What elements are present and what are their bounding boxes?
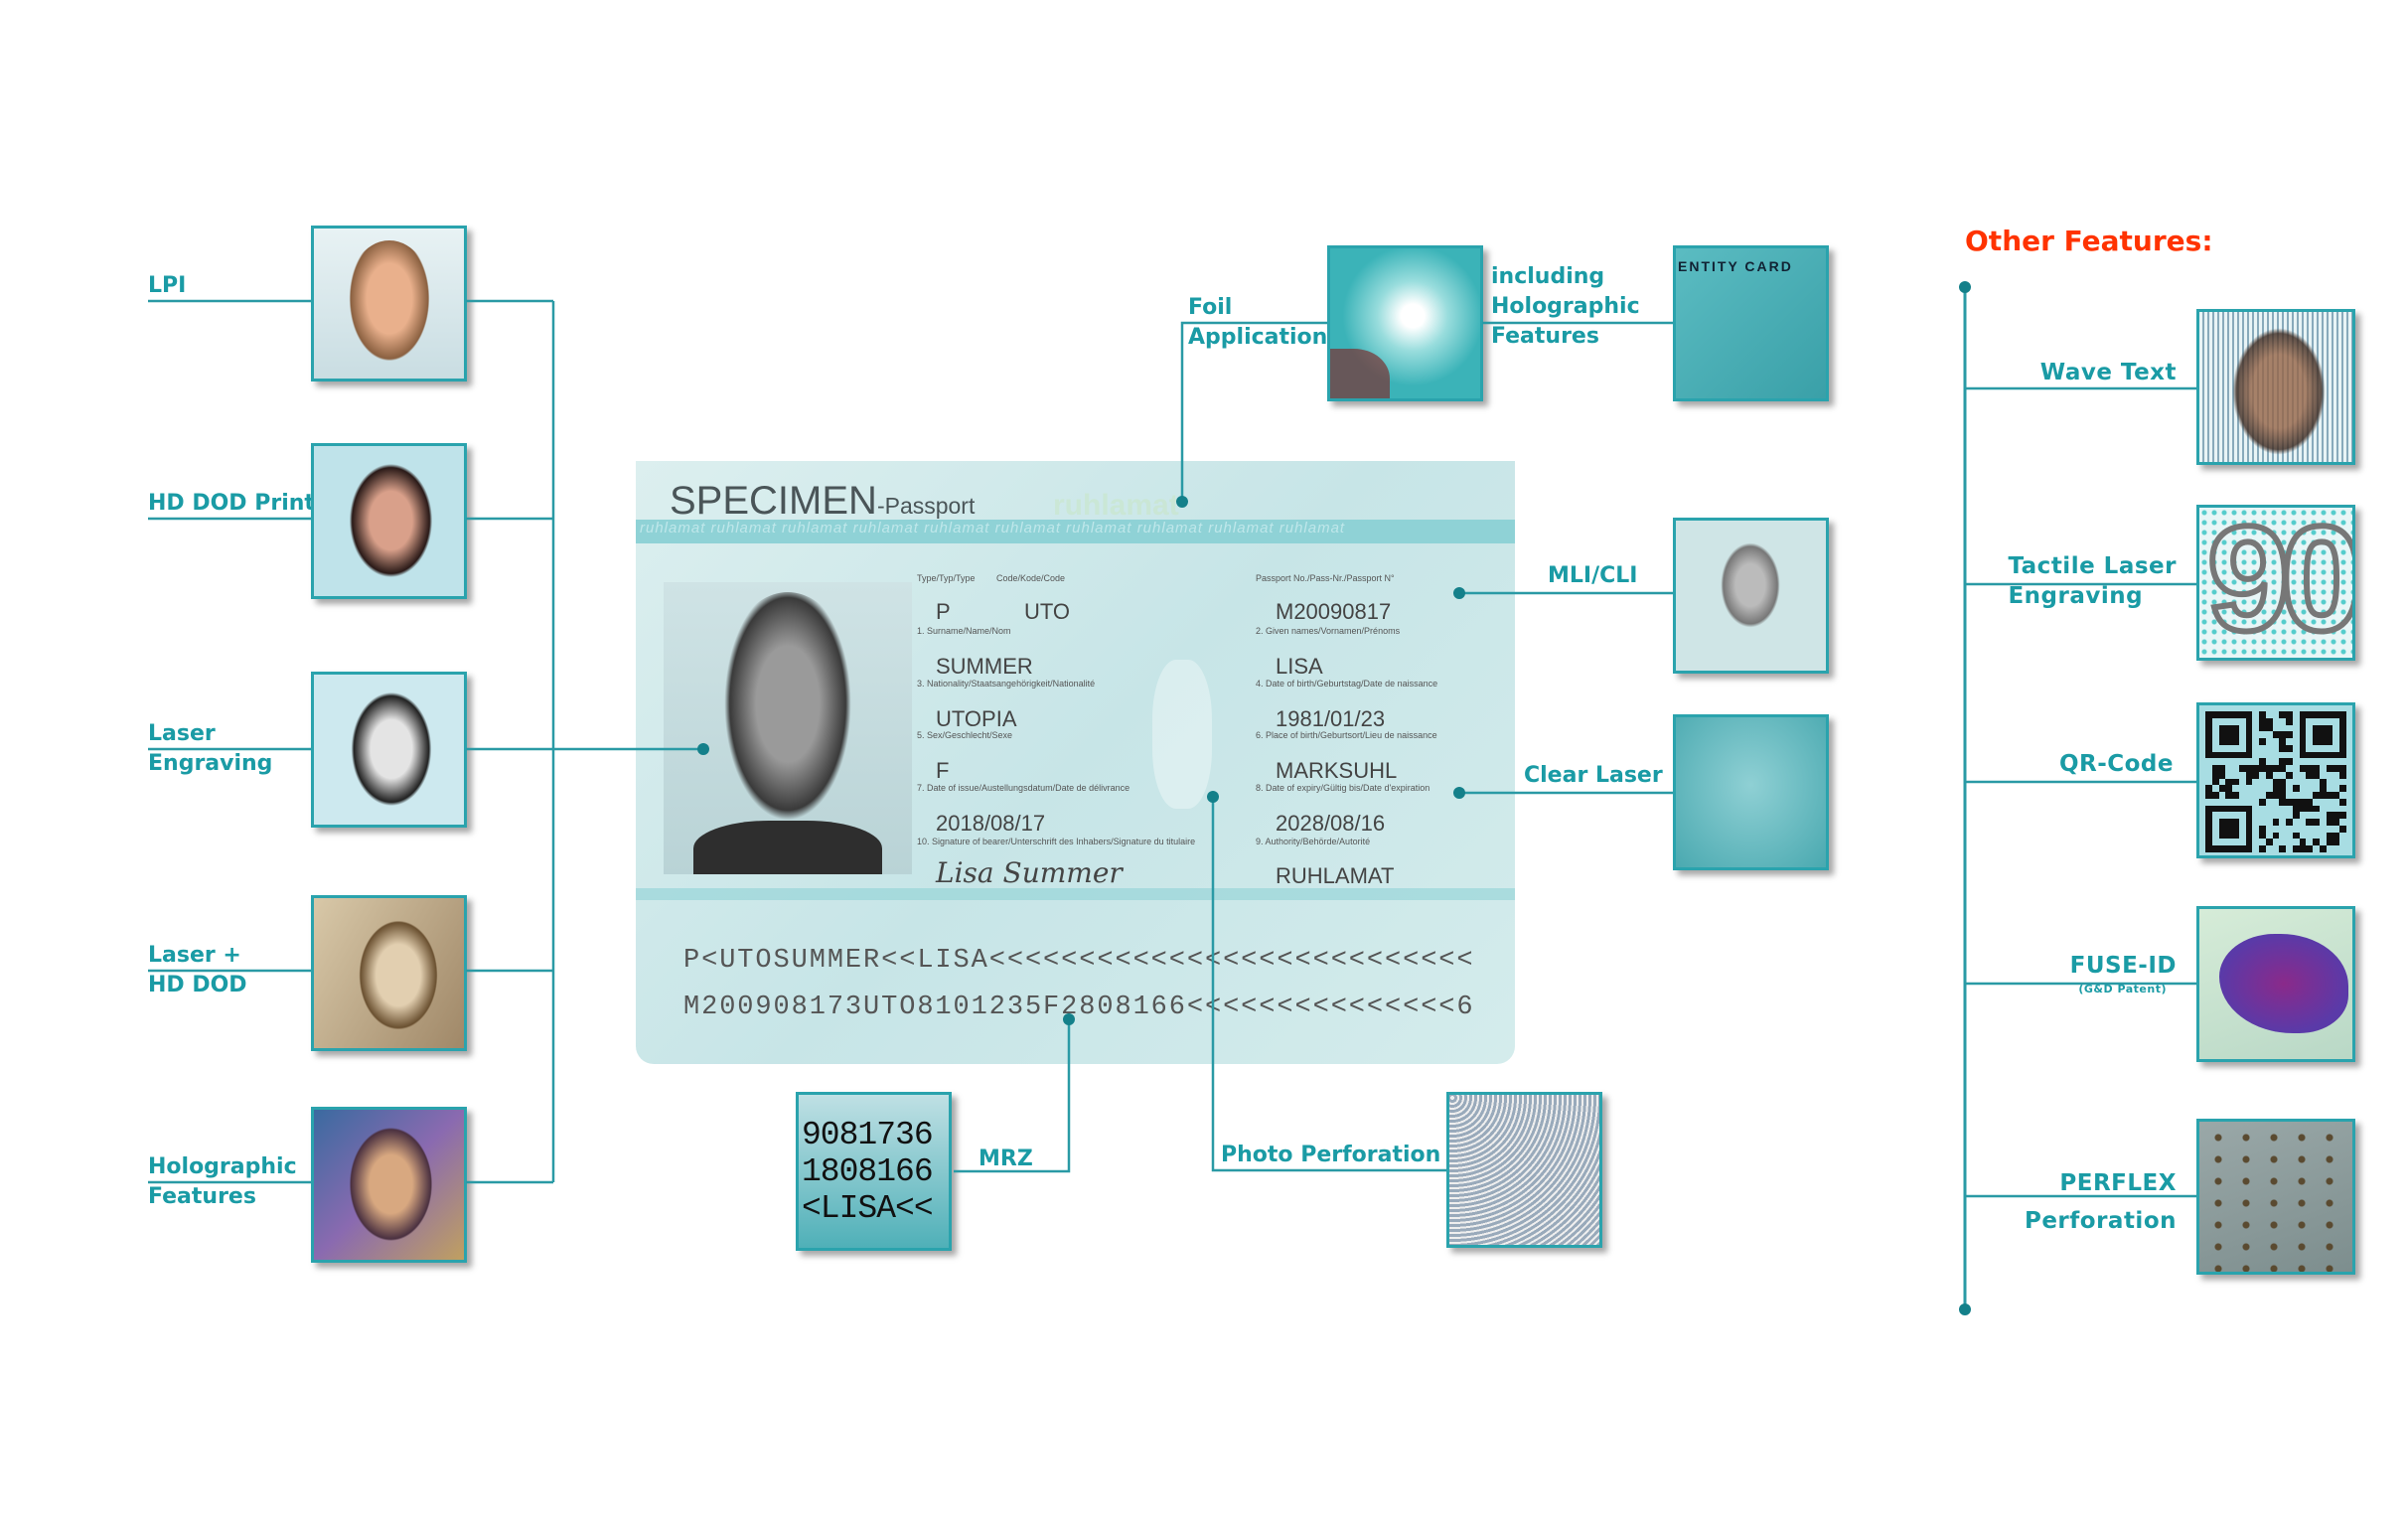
nationality-label: 3. Nationality/Staatsangehörigkeit/Natio… [917,679,1096,688]
given-value: LISA [1276,654,1323,679]
label-clear-laser: Clear Laser [1524,763,1663,788]
signature-label: 10. Signature of bearer/Unterschrift des… [917,837,1196,846]
expiry-label: 8. Date of expiry/Gültig bis/Date d'expi… [1256,783,1430,793]
surname-label: 1. Surname/Name/Nom [917,626,1011,636]
tactile-digits: 90 [2204,505,2353,661]
mrz-thumb-line: <LISA<< [802,1190,934,1227]
pob-label: 6. Place of birth/Geburtsort/Lieu de nai… [1256,730,1437,740]
dob-value: 1981/01/23 [1276,706,1386,731]
perflex-thumb [2196,1119,2355,1275]
qr-code [2205,711,2346,852]
label-lpi: LPI [148,273,187,298]
mrz-thumb-line: 1808166 [802,1153,934,1190]
mrz-line-2: M200908173UTO8101235F2808166<<<<<<<<<<<<… [683,993,1475,1022]
ghost-image [1152,660,1212,809]
label-mrz: MRZ [978,1147,1033,1171]
code-value: UTO [1024,599,1071,624]
label-photo-perforation: Photo Perforation [1221,1143,1441,1167]
security-band: ruhlamat ruhlamat ruhlamat ruhlamat ruhl… [636,520,1515,543]
type-value: P [936,599,951,624]
pob-value: MARKSUHL [1276,758,1398,783]
passport-title: SPECIMEN-Passport [670,479,976,523]
dot-trunk-top [1959,281,1971,293]
label-mli-cli: MLI/CLI [1548,563,1638,588]
fuse-id-note: (G&D Patent) [2078,983,2167,995]
issue-label: 7. Date of issue/Austellungsdatum/Date d… [917,783,1130,793]
sex-value: F [936,758,950,783]
holographic-photo [311,1107,467,1263]
surname-value: SUMMER [936,654,1033,679]
tactile-thumb: 90 [2196,505,2355,661]
passport-no-value: M20090817 [1276,599,1392,624]
brand-watermark: ruhlamat [1053,489,1179,522]
mrz-line-1: P<UTOSUMMER<<LISA<<<<<<<<<<<<<<<<<<<<<<<… [683,946,1475,976]
label-fuse-id: FUSE-ID(G&D Patent) [2069,953,2177,995]
label-hd-dod-print: HD DOD Print [148,491,315,516]
laser-hd-dod-photo [311,895,467,1051]
security-band-bottom [636,888,1515,900]
fuse-id-thumb [2196,906,2355,1062]
signature: Lisa Summer [936,856,1123,889]
expiry-value: 2028/08/16 [1276,811,1386,836]
dot-trunk-bottom [1959,1303,1971,1315]
label-qr-code: QR-Code [2058,751,2174,777]
label-laser-hd-dod: Laser +HD DOD [148,943,247,997]
mli-thumb [1673,518,1829,674]
hd-dod-photo [311,443,467,599]
sex-label: 5. Sex/Geschlecht/Sexe [917,730,1013,740]
mrz-thumb: 9081736 1808166 <LISA<< [796,1092,952,1251]
dob-label: 4. Date of birth/Geburtstag/Date de nais… [1256,679,1438,688]
other-features-title: Other Features: [1965,225,2213,257]
code-label: Code/Kode/Code [996,573,1066,583]
label-wave-text: Wave Text [2039,360,2177,385]
holder-photo [664,582,912,874]
laser-engraving-photo [311,672,467,828]
lpi-photo [311,226,467,382]
photo-perforation-thumb [1446,1092,1602,1248]
qr-code-thumb [2196,702,2355,858]
clear-laser-thumb [1673,714,1829,870]
nationality-value: UTOPIA [936,706,1017,731]
type-label: Type/Typ/Type [917,573,976,583]
holo-thumb-text: ENTITY CARD [1678,258,1793,274]
issue-value: 2018/08/17 [936,811,1046,836]
passport-no-label: Passport No./Pass-Nr./Passport N° [1256,573,1395,583]
authority-value: RUHLAMAT [1276,863,1395,888]
mrz-thumb-line: 9081736 [802,1117,934,1153]
given-label: 2. Given names/Vornamen/Prénoms [1256,626,1401,636]
passport-specimen: SPECIMEN-Passport ruhlamat ruhlamat ruhl… [636,461,1515,1064]
authority-label: 9. Authority/Behörde/Autorité [1256,837,1371,846]
foil-thumb [1327,245,1483,401]
holographic-thumb: ENTITY CARD [1673,245,1829,401]
wave-text-thumb [2196,309,2355,465]
